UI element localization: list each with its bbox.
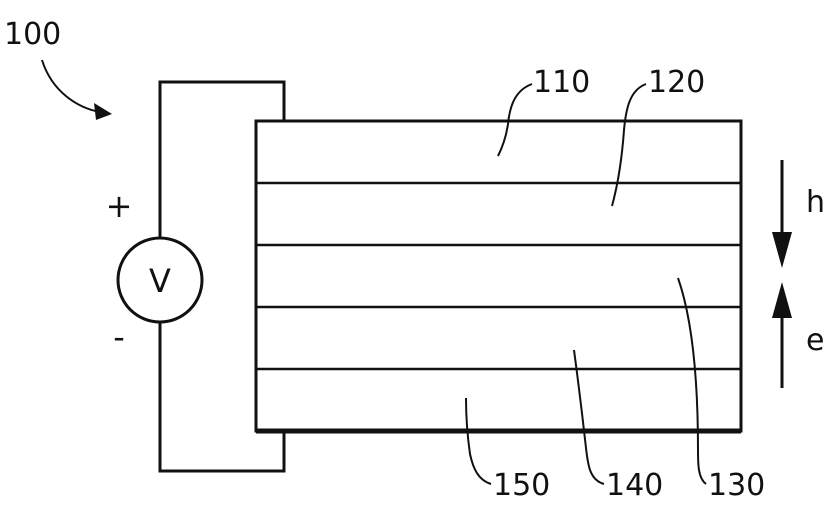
layer-label-140: 140 xyxy=(606,468,663,503)
voltage-source: V + - xyxy=(106,187,202,356)
circuit-wires xyxy=(160,82,284,471)
device-ref-arrow xyxy=(42,60,100,112)
device-ref-label: 100 xyxy=(4,17,61,52)
leader-line-150 xyxy=(466,398,491,484)
electron-arrowhead xyxy=(772,282,792,318)
top-wire xyxy=(160,82,284,237)
minus-terminal-label: - xyxy=(113,318,125,356)
plus-terminal-label: + xyxy=(106,187,133,225)
electron-arrow xyxy=(772,282,792,388)
device-ref-arrowhead xyxy=(94,103,112,120)
bottom-wire xyxy=(160,323,284,471)
leader-line-130 xyxy=(678,278,706,484)
voltage-source-symbol: V xyxy=(149,262,171,300)
hole-arrowhead xyxy=(772,232,792,268)
stack-outline xyxy=(256,121,741,431)
hole-carrier-label: h xyxy=(806,185,824,220)
leader-line-120 xyxy=(612,84,646,206)
layer-label-120: 120 xyxy=(648,65,705,100)
layer-label-130: 130 xyxy=(708,468,765,503)
layer-label-150: 150 xyxy=(493,468,550,503)
electron-carrier-label: e xyxy=(806,323,824,358)
layer-stack xyxy=(256,121,741,431)
layer-label-110: 110 xyxy=(533,65,590,100)
hole-arrow xyxy=(772,160,792,268)
